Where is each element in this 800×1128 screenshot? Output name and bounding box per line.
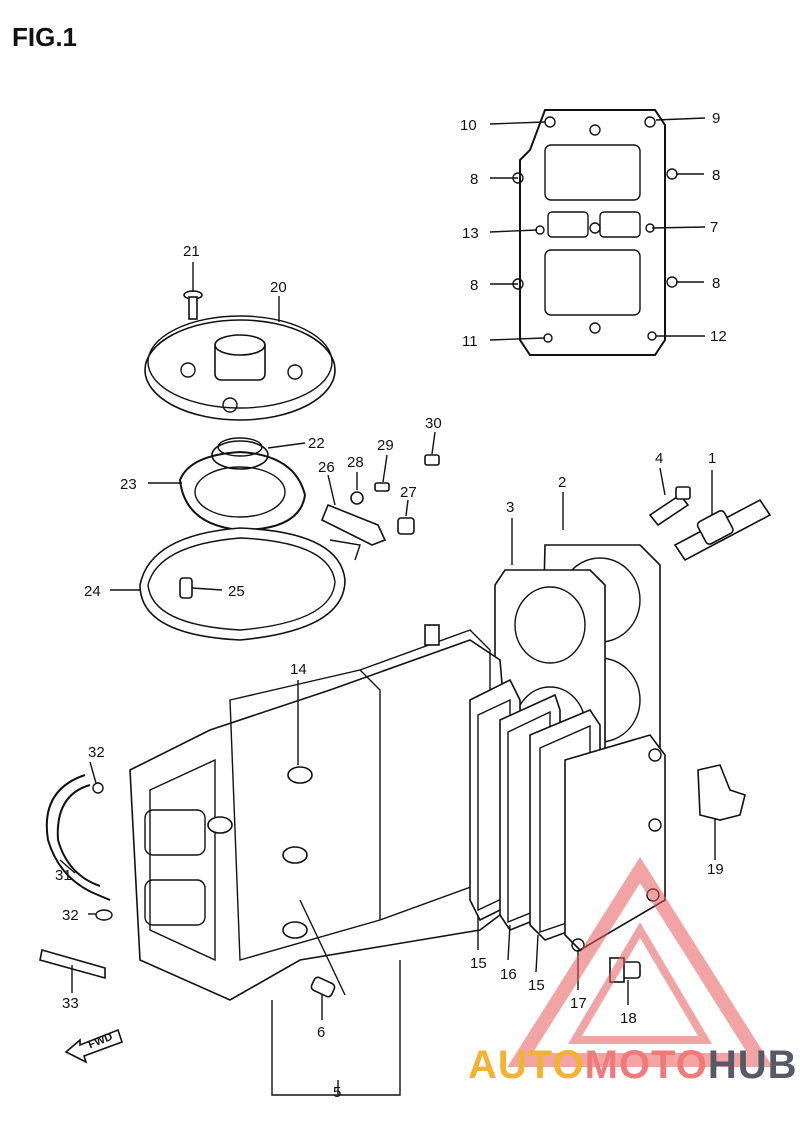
callout-27: 27 <box>400 484 417 501</box>
hose-31 <box>45 774 111 901</box>
callout-32a: 32 <box>88 744 105 761</box>
callout-14: 14 <box>290 661 307 678</box>
callout-15a: 15 <box>470 955 487 972</box>
callout-23: 23 <box>120 476 137 493</box>
callout-13: 13 <box>462 225 479 242</box>
callout-5: 5 <box>333 1084 341 1101</box>
fitting-25 <box>179 577 193 599</box>
clip-32b <box>95 909 113 921</box>
thermostat-cover <box>144 315 336 421</box>
callout-17: 17 <box>570 995 587 1012</box>
oil-seal-22 <box>211 437 269 470</box>
callout-16: 16 <box>500 966 517 983</box>
cap-27 <box>397 517 415 535</box>
bolt-30 <box>424 454 440 466</box>
leader-lines <box>59 117 716 1096</box>
spark-plug-1 <box>673 498 772 562</box>
callout-4: 4 <box>655 450 663 467</box>
callout-numbers: 1 2 3 4 5 6 7 8 8 8 8 9 10 11 12 13 14 1… <box>55 110 727 1101</box>
callout-29: 29 <box>377 437 394 454</box>
callout-20: 20 <box>270 279 287 296</box>
callout-18: 18 <box>620 1010 637 1027</box>
callout-12: 12 <box>710 328 727 345</box>
callout-8c: 8 <box>470 277 478 294</box>
figure-title: FIG.1 <box>12 22 78 52</box>
callout-24: 24 <box>84 583 101 600</box>
callout-30: 30 <box>425 415 442 432</box>
callout-31: 31 <box>55 867 72 884</box>
callout-10: 10 <box>460 117 477 134</box>
callout-8a: 8 <box>470 171 478 188</box>
callout-3: 3 <box>506 499 514 516</box>
clip-32a <box>92 782 104 794</box>
ring-24 <box>139 527 361 641</box>
callout-8d: 8 <box>712 275 720 292</box>
callout-15b: 15 <box>528 977 545 994</box>
callout-8b: 8 <box>712 167 720 184</box>
callout-11: 11 <box>462 333 478 350</box>
callout-25: 25 <box>228 583 245 600</box>
watermark-moto: MOTO <box>584 1043 708 1087</box>
callout-32b: 32 <box>62 907 79 924</box>
callout-22: 22 <box>308 435 325 452</box>
callout-21: 21 <box>183 243 200 260</box>
callout-19: 19 <box>707 861 724 878</box>
callout-26: 26 <box>318 459 335 476</box>
bolt-29 <box>374 482 390 492</box>
callout-1: 1 <box>708 450 716 467</box>
watermark-logo-triangle <box>507 856 773 1067</box>
screw-21 <box>183 290 203 320</box>
bolt-4 <box>648 486 691 527</box>
fwd-arrow-icon <box>64 1028 124 1064</box>
washer-28 <box>350 491 364 505</box>
callout-2: 2 <box>558 474 566 491</box>
bracket-26 <box>320 503 387 546</box>
crankcase-assembly-5 <box>129 624 521 1001</box>
callout-7: 7 <box>710 219 718 236</box>
bracket-19 <box>697 764 746 821</box>
watermark-auto: AUTO <box>468 1043 585 1087</box>
fitting-6 <box>310 976 336 998</box>
protector-33 <box>39 948 106 980</box>
callout-9: 9 <box>712 110 720 127</box>
callout-6: 6 <box>317 1024 325 1041</box>
watermark-text: AUTOMOTOHUB <box>468 1043 798 1088</box>
reed-valve-gasket <box>512 109 678 356</box>
watermark-hub: HUB <box>707 1043 798 1087</box>
callout-28: 28 <box>347 454 364 471</box>
gasket-23 <box>178 450 307 532</box>
callout-33: 33 <box>62 995 79 1012</box>
